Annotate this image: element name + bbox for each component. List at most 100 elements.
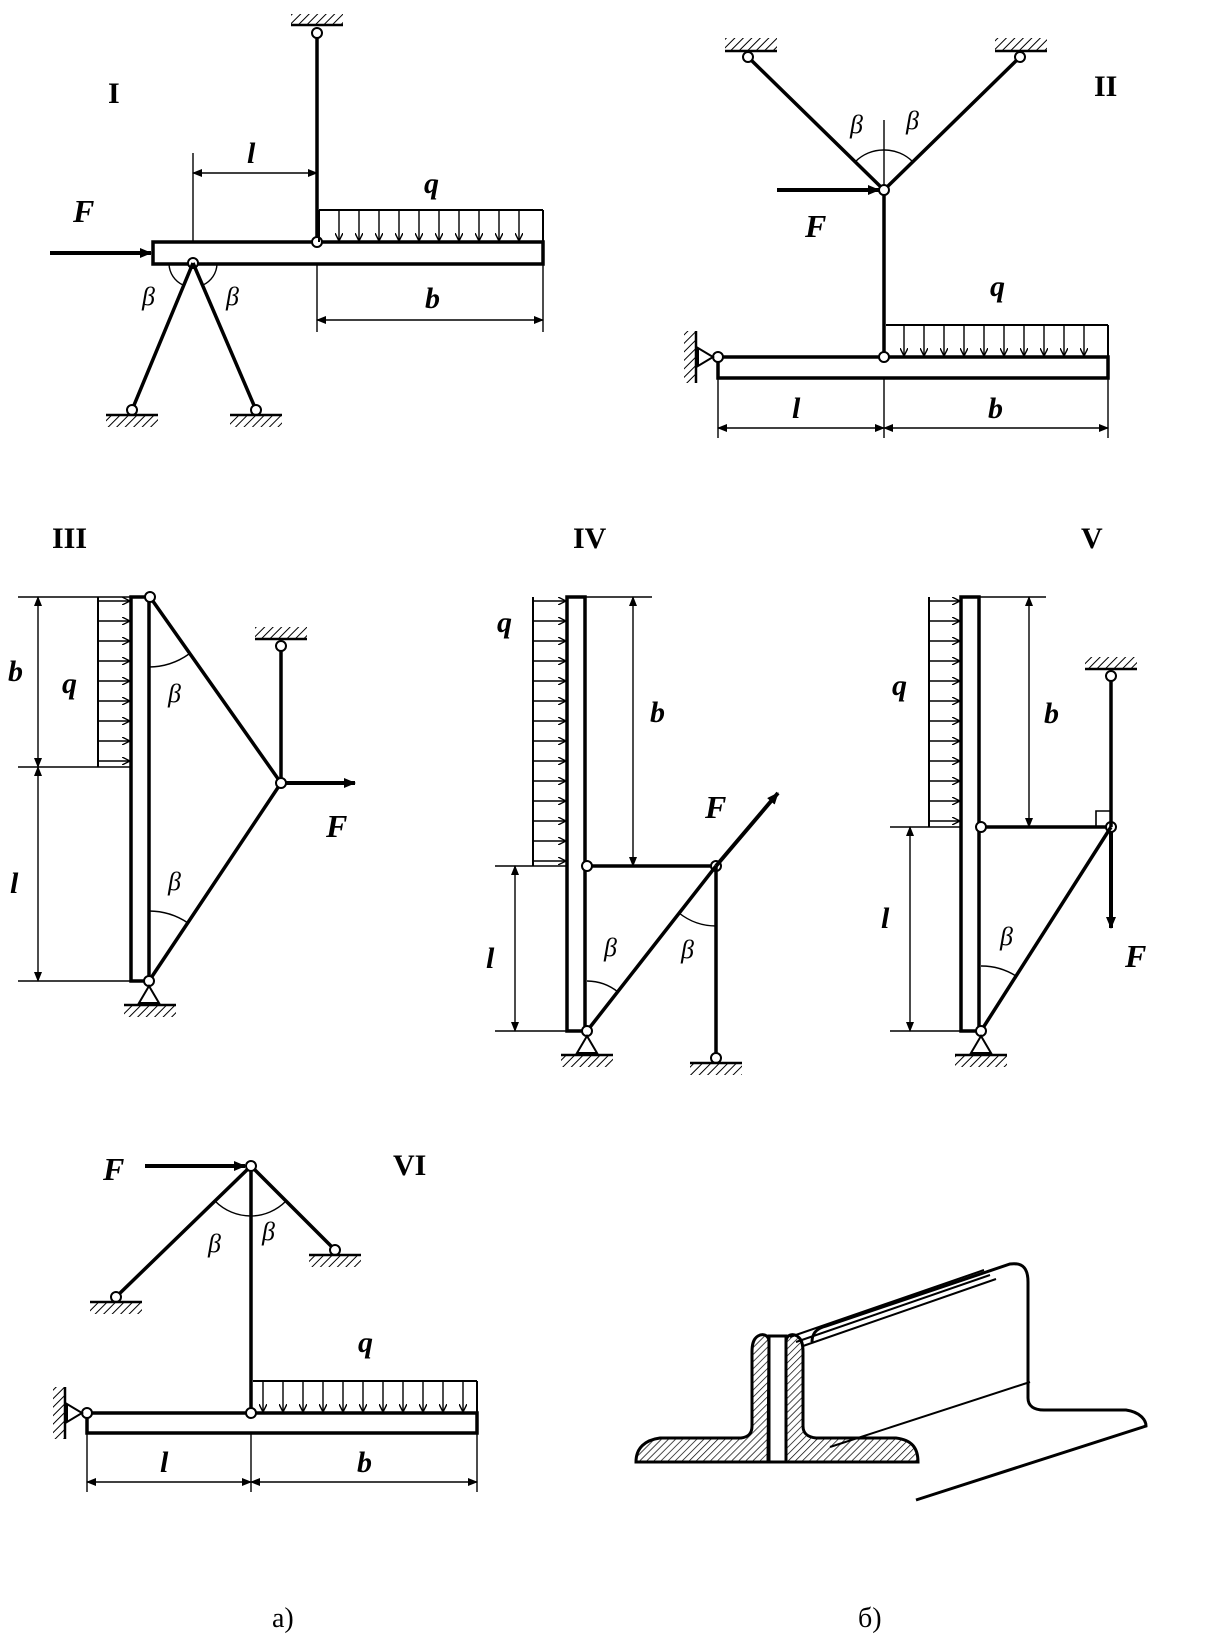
pin-support [697,346,715,368]
rod [249,1164,337,1252]
ground-hatch [53,1387,64,1439]
center-plate-section [767,1334,788,1464]
load-arrows [929,601,959,821]
load-label: q [424,167,439,200]
angle-arc [854,149,914,163]
angle-arc [678,912,717,927]
hinge [126,404,138,416]
pin-support [969,1034,993,1054]
beam [151,240,545,266]
angle-label: β [225,282,239,311]
rod [979,826,1113,1032]
angle-label: β [167,867,181,896]
rod [148,595,283,785]
dimension-label: b [988,392,1003,425]
ground-hatch [1085,657,1137,668]
angle-arc [980,965,1017,977]
profile-edge [802,1278,997,1347]
hinge [975,821,987,833]
pin-support [66,1402,84,1424]
angle-label: β [207,1229,221,1258]
pin-support [575,1034,599,1054]
force-label: F [72,193,94,229]
dimension-label: b [425,282,440,315]
ground-hatch [955,1056,1007,1067]
profile-edge [789,1269,985,1338]
load-label: q [358,1326,373,1359]
hinge [275,640,287,652]
force-arrow [714,791,780,868]
left-angle-section [634,1333,771,1464]
hinge [1105,670,1117,682]
force-label: F [1124,938,1146,974]
scheme-title: V [1081,522,1103,555]
ground-hatch [90,1303,142,1314]
angle-label: β [141,282,155,311]
ground-hatch [106,416,158,427]
rod [585,864,718,1033]
hinge [275,777,287,789]
angle-label: β [999,922,1013,951]
dimension-label: l [10,867,19,900]
hinge [329,1244,341,1256]
angle-label: β [680,935,694,964]
hinge [878,351,890,363]
scheme-title: VI [393,1149,426,1182]
hinge [710,1052,722,1064]
angle-label: β [167,679,181,708]
scheme-VI: VI F β β [53,1149,479,1492]
hinge [144,591,156,603]
dimension-label: l [486,942,495,975]
ground-hatch [690,1064,742,1075]
load-arrows [98,601,129,761]
scheme-title: III [52,522,87,555]
profile-outline [810,1262,1148,1502]
hinge [878,184,890,196]
hinge [110,1291,122,1303]
load-label: q [62,667,77,700]
load-label: q [497,606,512,639]
hinge [245,1407,257,1419]
hinge [245,1160,257,1172]
rod [147,782,283,982]
scheme-title: II [1094,70,1117,103]
rod [191,262,258,411]
angle-arc [586,980,619,993]
hinge [311,27,323,39]
angle-label: β [849,110,863,139]
rod [746,55,886,192]
dimension-label: l [881,902,890,935]
force-label: F [704,789,726,825]
angle-arc [168,263,184,286]
right-angle-section [784,1333,920,1464]
load-arrows [533,601,565,861]
dimension-label: b [1044,697,1059,730]
scheme-title: IV [573,522,607,555]
caption-b: б) [858,1603,882,1634]
column [959,595,981,1033]
ground-hatch [230,416,282,427]
scheme-III: III b l q β β [8,522,356,1017]
profile-edge [795,1274,991,1343]
load-label: q [892,669,907,702]
rod [882,55,1022,192]
hinge [311,236,323,248]
scheme-V: V q b l F [881,522,1146,1067]
load-arrows [339,210,519,240]
caption-a: а) [272,1603,294,1634]
ground-hatch [291,14,343,25]
dimension-label: b [650,696,665,729]
force-label: F [102,1151,124,1187]
load-label: q [990,270,1005,303]
column [565,595,587,1033]
hinge [250,404,262,416]
load-arrows [904,325,1084,355]
scheme-I: I q F l [50,14,545,427]
right-angle-mark [1095,810,1111,827]
dimension-label: l [160,1446,169,1479]
profile-illustration [634,1262,1148,1502]
pin-support [137,984,161,1004]
ground-hatch [995,38,1047,50]
